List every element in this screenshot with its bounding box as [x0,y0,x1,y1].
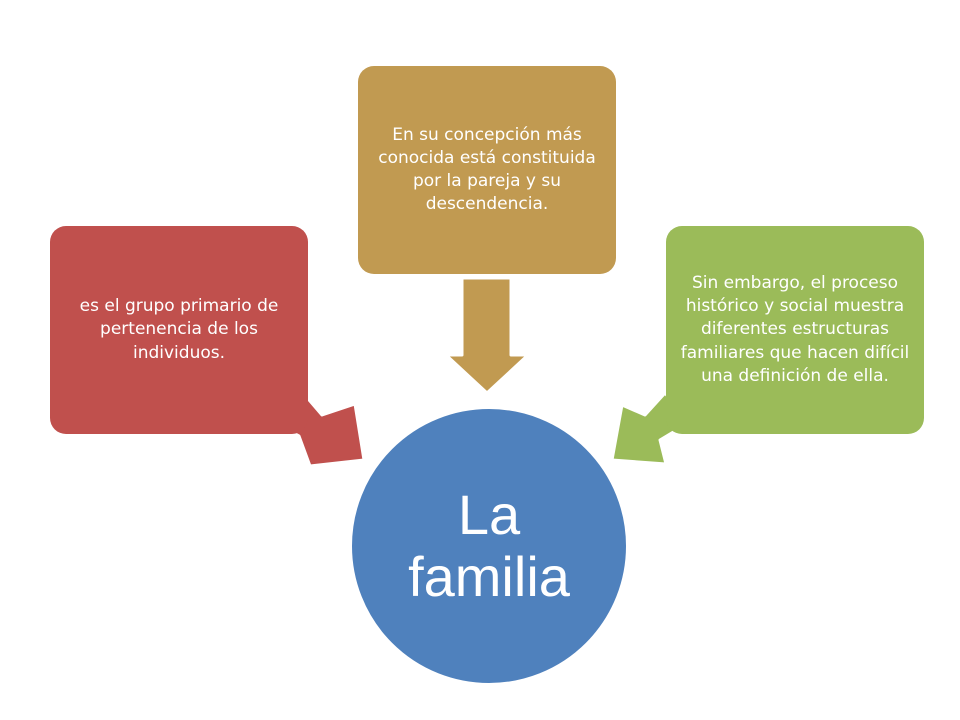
top-arrow [444,276,530,395]
center-circle-text: La familia [408,483,570,608]
box-right: Sin embargo, el proceso histórico y soci… [666,226,924,434]
box-right-text: Sin embargo, el proceso histórico y soci… [680,273,910,386]
box-left: es el grupo primario de pertenencia de l… [50,226,308,434]
center-circle: La familia [349,406,629,686]
box-top-text: En su concepción más conocida está const… [378,124,596,215]
box-top: En su concepción más conocida está const… [358,66,616,274]
box-left-text: es el grupo primario de pertenencia de l… [79,296,279,363]
